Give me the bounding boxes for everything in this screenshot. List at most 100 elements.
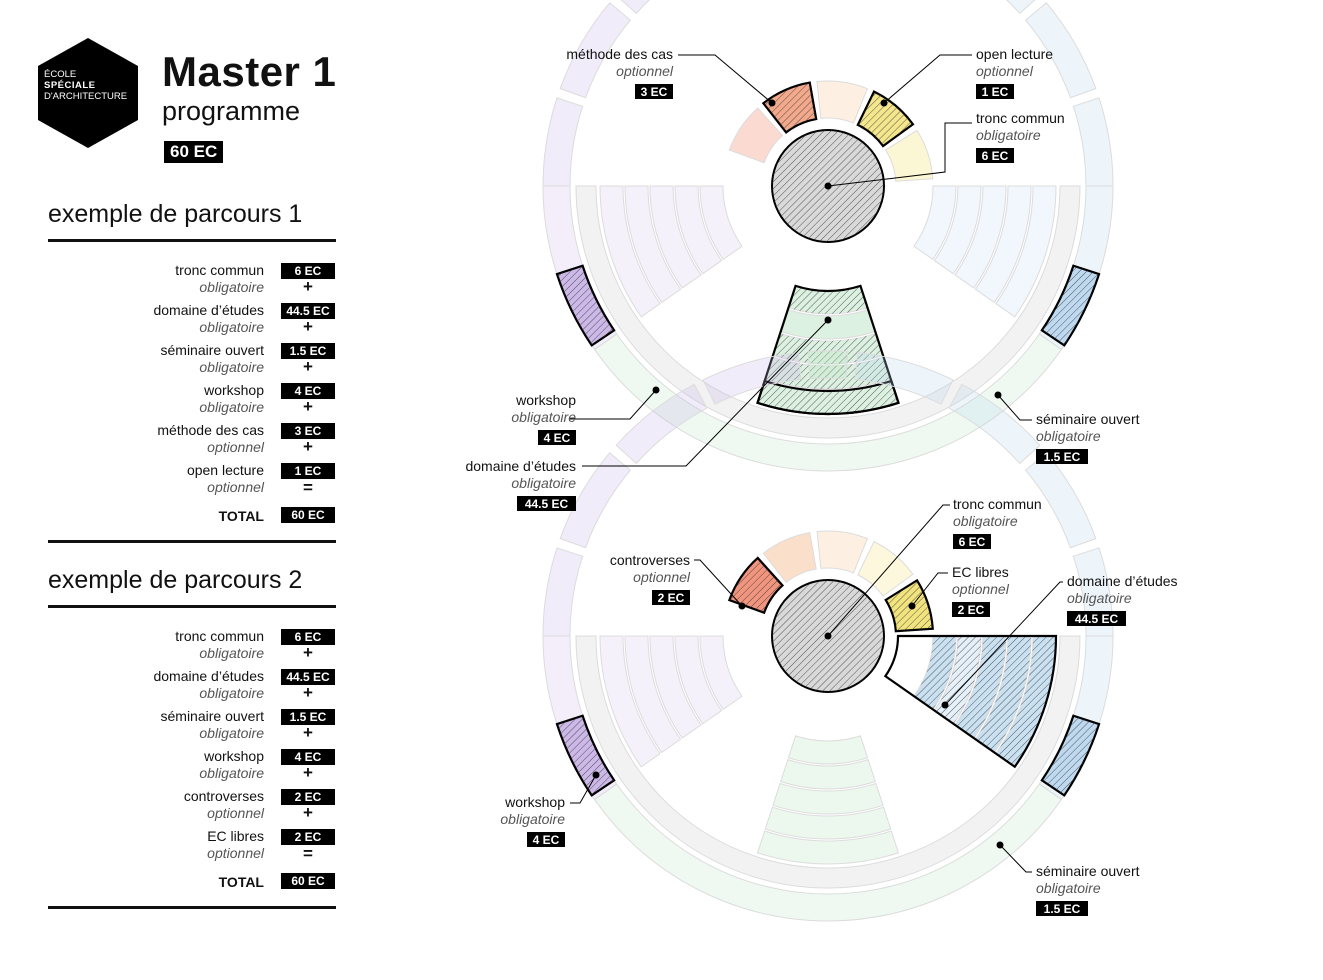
ec-badge: 2 EC	[281, 789, 335, 805]
fan-bottom-rib-hatch	[772, 333, 884, 364]
diagram-parcours-1	[542, 0, 1114, 472]
total-ec-badge: 60 EC	[164, 141, 224, 163]
equals-sign: =	[303, 478, 313, 497]
plus-sign: +	[303, 723, 313, 742]
top-ring-segment	[762, 532, 817, 584]
leader-dot	[824, 182, 832, 190]
parcours-1-rule-bottom	[48, 540, 336, 543]
plus-sign: +	[303, 803, 313, 822]
fan-right-selected-rib-hatch	[914, 636, 956, 710]
outer-ring-segment	[1005, 0, 1036, 15]
outer-ring-segment	[1024, 2, 1097, 99]
ec-badge-text: 44.5 EC	[1075, 612, 1119, 626]
total-ec-badge: 60 EC	[281, 873, 335, 889]
parcours-2-title: exemple de parcours 2	[48, 566, 303, 594]
callout-status: obligatoire	[1036, 428, 1101, 444]
leader-line	[694, 559, 743, 607]
leader-line	[883, 54, 972, 104]
plus-sign: +	[303, 357, 313, 376]
ec-badge-text: 6 EC	[959, 535, 986, 549]
callout-label: domaine d’études	[465, 458, 576, 474]
middle-ring	[575, 635, 1081, 889]
ec-badge-text: 44.5 EC	[525, 497, 569, 511]
ec-badge	[635, 84, 673, 99]
ec-badge	[517, 496, 576, 511]
seminaire-selected-hatch	[1041, 265, 1100, 346]
outer-ring-segment	[620, 0, 651, 15]
fan-left-rib	[699, 185, 743, 261]
leader-line	[570, 774, 597, 804]
fan-right-selected-rib-hatch	[954, 636, 1006, 739]
ec-badge-text: 2 EC	[658, 591, 685, 605]
total-row: 60 EC	[48, 506, 336, 542]
fan-bottom-rib-hatch	[757, 380, 899, 415]
page-subtitle: programme	[162, 96, 301, 126]
plus-sign: +	[303, 437, 313, 456]
fan-right-selected-rib-hatch	[995, 636, 1056, 767]
fan-right-rib	[974, 185, 1032, 304]
fan-bottom-rib	[787, 735, 869, 765]
leader-line	[997, 394, 1032, 421]
leader-dot	[592, 771, 600, 779]
ec-badge	[652, 590, 690, 605]
workshop-selected-hatch	[556, 715, 615, 796]
plus-sign: +	[303, 763, 313, 782]
parcours-2-rule-bottom	[48, 906, 336, 909]
ec-badge-text: 4 EC	[533, 833, 560, 847]
equals-sign: =	[303, 844, 313, 863]
plus-sign: +	[303, 643, 313, 662]
ec-badge: 2 EC	[281, 829, 335, 845]
callout-status: obligatoire	[1067, 590, 1132, 606]
callout-status: optionnel	[616, 63, 674, 79]
fan-right-selected-rib-hatch	[975, 636, 1031, 753]
top-ring-segment	[728, 107, 784, 164]
top-ring-segment-hatch	[729, 557, 783, 613]
ec-badge-text: 4 EC	[544, 431, 571, 445]
callout-status: obligatoire	[511, 475, 576, 491]
outer-ring-segment	[615, 383, 708, 465]
ec-badge-text: 6 EC	[982, 149, 1009, 163]
domaine-selection-outline	[756, 284, 900, 416]
logo-line-1: ÉCOLE	[44, 69, 77, 80]
outer-ring-segment	[1072, 97, 1114, 187]
outer-ring-segment	[854, 352, 954, 405]
leader-dot	[738, 602, 746, 610]
fan-right-rib	[913, 185, 957, 261]
school-logo-text: ÉCOLE SPÉCIALE D'ARCHITECTURE	[44, 69, 127, 102]
outer-ring-segment	[948, 383, 1041, 465]
top-ring-segment	[857, 540, 914, 597]
leader-line	[827, 504, 950, 637]
leader-line	[911, 572, 948, 607]
fan-left-rib	[624, 185, 682, 304]
ec-badge-text: 1.5 EC	[1044, 902, 1081, 916]
parcours-1-title: exemple de parcours 1	[48, 200, 303, 228]
top-ring-segment-hatch	[857, 91, 913, 147]
callout-status: obligatoire	[500, 811, 565, 827]
ec-badge: 1 EC	[281, 463, 335, 479]
leader-line	[827, 122, 972, 187]
fan-left-rib	[674, 185, 723, 275]
ec-badge	[527, 832, 565, 847]
fan-bottom-rib	[780, 759, 876, 790]
callout-status: optionnel	[633, 569, 691, 585]
callout-label: workshop	[515, 392, 576, 408]
ec-badge: 4 EC	[281, 383, 335, 399]
fan-bottom-rib-hatch	[765, 357, 891, 389]
ec-badge	[952, 602, 990, 617]
plus-sign: +	[303, 317, 313, 336]
leader-dot	[880, 99, 888, 107]
ec-badge	[1036, 449, 1088, 464]
